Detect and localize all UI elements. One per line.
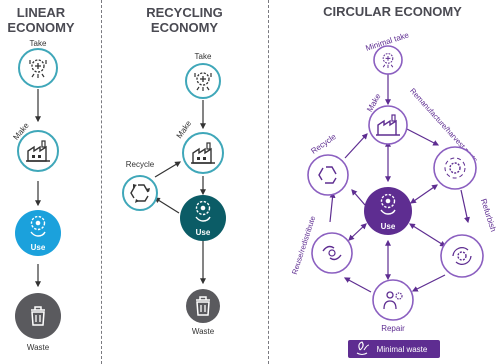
recycle-icon — [318, 166, 337, 184]
circular-repair-label: Repair — [381, 324, 405, 333]
gear-cycle-icon — [444, 157, 466, 179]
linear-title: LINEAR ECONOMY — [0, 5, 82, 35]
linear-make-node — [17, 130, 59, 172]
divider-left — [101, 0, 102, 364]
recycling-title-line1: RECYCLING — [146, 5, 223, 20]
recycling-flow: Take Make Recycle Use Waste — [122, 52, 226, 336]
linear-title-line2: ECONOMY — [7, 20, 75, 35]
person-gear-icon — [383, 291, 403, 310]
linear-title-line1: LINEAR — [16, 5, 66, 20]
hand-gear-icon — [380, 193, 396, 215]
circular-flow — [329, 74, 470, 293]
circular-repair-node — [372, 279, 414, 321]
circular-recycle-node — [307, 154, 349, 196]
gear-refresh-icon — [452, 247, 472, 265]
linear-use-label: Use — [31, 243, 46, 252]
circular-make-node — [368, 105, 408, 145]
recycling-waste-label: Waste — [192, 327, 215, 336]
recycling-title-line2: ECONOMY — [150, 20, 219, 35]
linear-waste-label: Waste — [27, 343, 50, 352]
circular-remanufacture-node — [433, 146, 477, 190]
circular-refurbish-node — [440, 234, 484, 278]
circular-reuse-node — [311, 232, 353, 274]
circular-title-text: CIRCULAR ECONOMY — [323, 4, 462, 19]
recycling-use-label: Use — [196, 228, 211, 237]
linear-waste-node — [15, 293, 61, 339]
circular-use-label: Use — [381, 222, 396, 231]
leaf-hand-icon — [356, 341, 370, 356]
recycling-recycle-node — [122, 175, 158, 211]
recycling-use-node — [180, 195, 226, 241]
recycling-waste-node — [186, 289, 220, 323]
recycling-title: RECYCLING ECONOMY — [112, 5, 257, 35]
recycling-take-label: Take — [195, 52, 212, 61]
circular-use-node — [364, 187, 412, 235]
recycling-recycle-label: Recycle — [126, 160, 155, 169]
minimal-waste-badge — [348, 340, 440, 358]
circular-title: CIRCULAR ECONOMY — [300, 4, 485, 19]
linear-flow: Take Make Use Waste — [11, 39, 61, 352]
circular-refurbish-label: Refurbish — [479, 198, 498, 233]
raw-material-icon — [382, 53, 394, 69]
minimal-waste-label: Minimal waste — [377, 345, 428, 354]
divider-right — [268, 0, 269, 364]
circular-recycle-label: Recycle — [309, 132, 338, 156]
factory-icon — [376, 114, 400, 136]
circular-nodes: Minimal take Make Recycle Remanufacture/… — [290, 30, 498, 358]
linear-use-node — [15, 210, 61, 256]
recycling-make-node — [182, 132, 224, 174]
hands-exchange-icon — [322, 245, 342, 261]
linear-take-label: Take — [30, 39, 47, 48]
